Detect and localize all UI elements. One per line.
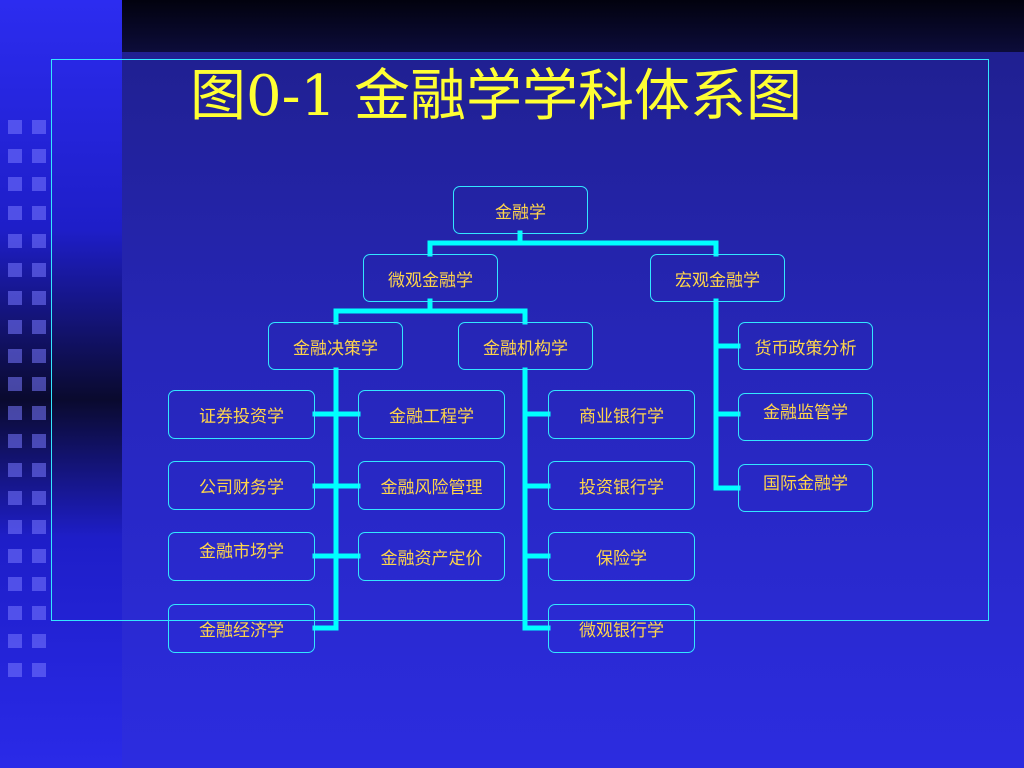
node-micro-banking: 微观银行学 <box>548 604 695 653</box>
node-financial-decision: 金融决策学 <box>268 322 403 370</box>
node-financial-institution: 金融机构学 <box>458 322 593 370</box>
node-insurance: 保险学 <box>548 532 695 581</box>
node-monetary-policy-analysis: 货币政策分析 <box>738 322 873 370</box>
node-micro-finance: 微观金融学 <box>363 254 498 302</box>
node-corporate-finance: 公司财务学 <box>168 461 315 510</box>
node-investment-banking: 投资银行学 <box>548 461 695 510</box>
node-international-finance: 国际金融学 <box>738 464 873 512</box>
node-financial-engineering: 金融工程学 <box>358 390 505 439</box>
node-finance: 金融学 <box>453 186 588 234</box>
top-dark-band <box>122 0 1024 52</box>
decorative-squares <box>8 120 48 680</box>
slide-title: 图0-1 金融学学科体系图 <box>190 64 802 129</box>
node-macro-finance: 宏观金融学 <box>650 254 785 302</box>
node-financial-markets: 金融市场学 <box>168 532 315 581</box>
node-asset-pricing: 金融资产定价 <box>358 532 505 581</box>
content-frame <box>51 59 989 621</box>
node-securities-investment: 证券投资学 <box>168 390 315 439</box>
node-commercial-banking: 商业银行学 <box>548 390 695 439</box>
node-financial-economics: 金融经济学 <box>168 604 315 653</box>
node-financial-risk-management: 金融风险管理 <box>358 461 505 510</box>
node-financial-regulation: 金融监管学 <box>738 393 873 441</box>
